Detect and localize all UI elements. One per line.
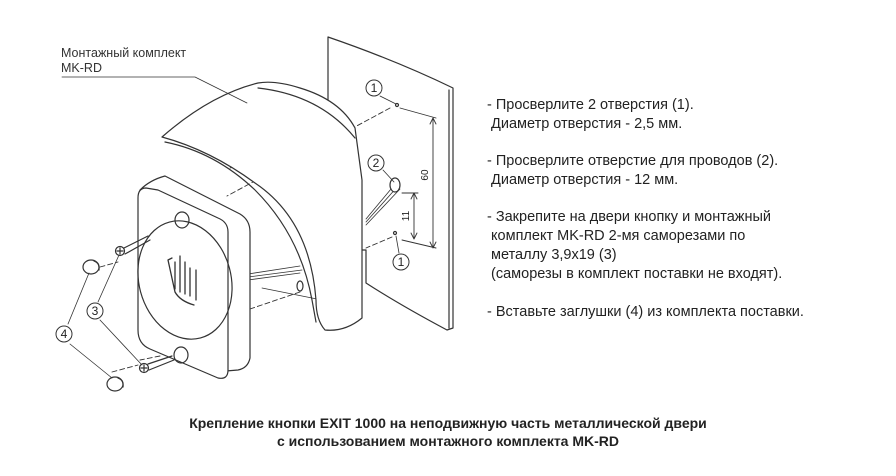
caption-line2: с использованием монтажного комплекта MK… (276, 433, 620, 449)
instruction-text: Диаметр отверстия - 12 мм. (487, 172, 679, 188)
instruction-text: - Просверлите отверстие для проводов (2)… (487, 153, 779, 169)
caption-line1: Крепление кнопки EXIT 1000 на неподвижну… (189, 415, 707, 431)
mounting-kit-bracket (161, 81, 363, 331)
wires (247, 182, 401, 281)
instruction-text: Диаметр отверстия - 2,5 мм. (487, 116, 683, 132)
button-pad (137, 220, 233, 340)
mounting-kit-label-line2: MK-RD (61, 61, 102, 75)
plug-bottom (106, 376, 124, 392)
screw-bottom (138, 355, 175, 374)
marker-1-bottom: 1 (398, 255, 405, 269)
bracket-top-edge (257, 87, 356, 139)
dimension-11 (401, 192, 419, 240)
mounting-kit-label-line1: Монтажный комплект (61, 46, 187, 60)
plate-hole-top (174, 211, 190, 229)
instruction-text: - Вставьте заглушки (4) из комплекта пос… (487, 304, 804, 320)
instruction-3: - Закрепите на двери кнопку и монтажный … (487, 208, 782, 284)
dimension-60-label: 60 (420, 169, 431, 181)
marker-circle-1-bottom (392, 253, 410, 271)
marker-circle-2 (367, 154, 385, 172)
marker-1-top: 1 (371, 81, 378, 95)
marker-circle-3 (86, 302, 104, 320)
instruction-text: комплект MK-RD 2-мя саморезами по (487, 228, 746, 244)
bracket-inner-edge (164, 141, 317, 323)
marker-circle-1-top (365, 79, 383, 97)
exit-button-plate (137, 187, 229, 379)
bracket-hole (296, 280, 304, 292)
marker-4: 4 (61, 327, 68, 341)
dimension-11-label: 11 (401, 210, 412, 221)
hole-bottom (392, 230, 398, 236)
leader-lines (61, 76, 400, 379)
mounting-kit-label: Монтажный комплект MK-RD (61, 46, 186, 76)
instruction-text: (саморезы в комплект поставки не входят)… (487, 266, 783, 282)
instruction-text: - Просверлите 2 отверстия (1). (487, 97, 694, 113)
plug-top (82, 259, 100, 275)
marker-circle-4 (55, 325, 73, 343)
instruction-4: - Вставьте заглушки (4) из комплекта пос… (487, 303, 804, 322)
hand-icon (167, 255, 197, 306)
screw-top (114, 235, 151, 257)
instruction-1: - Просверлите 2 отверстия (1). Диаметр о… (487, 96, 694, 134)
plate-hole-bottom (173, 346, 189, 364)
marker-2: 2 (373, 156, 380, 170)
wire-bundle-end (389, 177, 401, 193)
instruction-text: металлу 3,9x19 (3) (487, 247, 617, 263)
instruction-text: - Закрепите на двери кнопку и монтажный (487, 209, 772, 225)
dimension-60 (399, 107, 437, 249)
hole-top (394, 102, 400, 108)
marker-3: 3 (92, 304, 99, 318)
instruction-2: - Просверлите отверстие для проводов (2)… (487, 152, 778, 190)
